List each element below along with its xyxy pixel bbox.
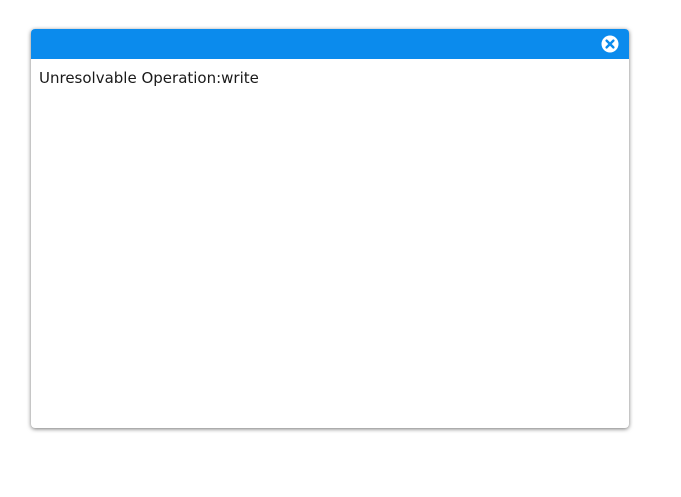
dialog-message: Unresolvable Operation:write bbox=[39, 69, 259, 87]
dialog-titlebar bbox=[31, 29, 629, 59]
close-button[interactable] bbox=[601, 35, 619, 53]
close-circle-icon bbox=[601, 35, 619, 53]
error-dialog: Unresolvable Operation:write bbox=[31, 29, 629, 428]
